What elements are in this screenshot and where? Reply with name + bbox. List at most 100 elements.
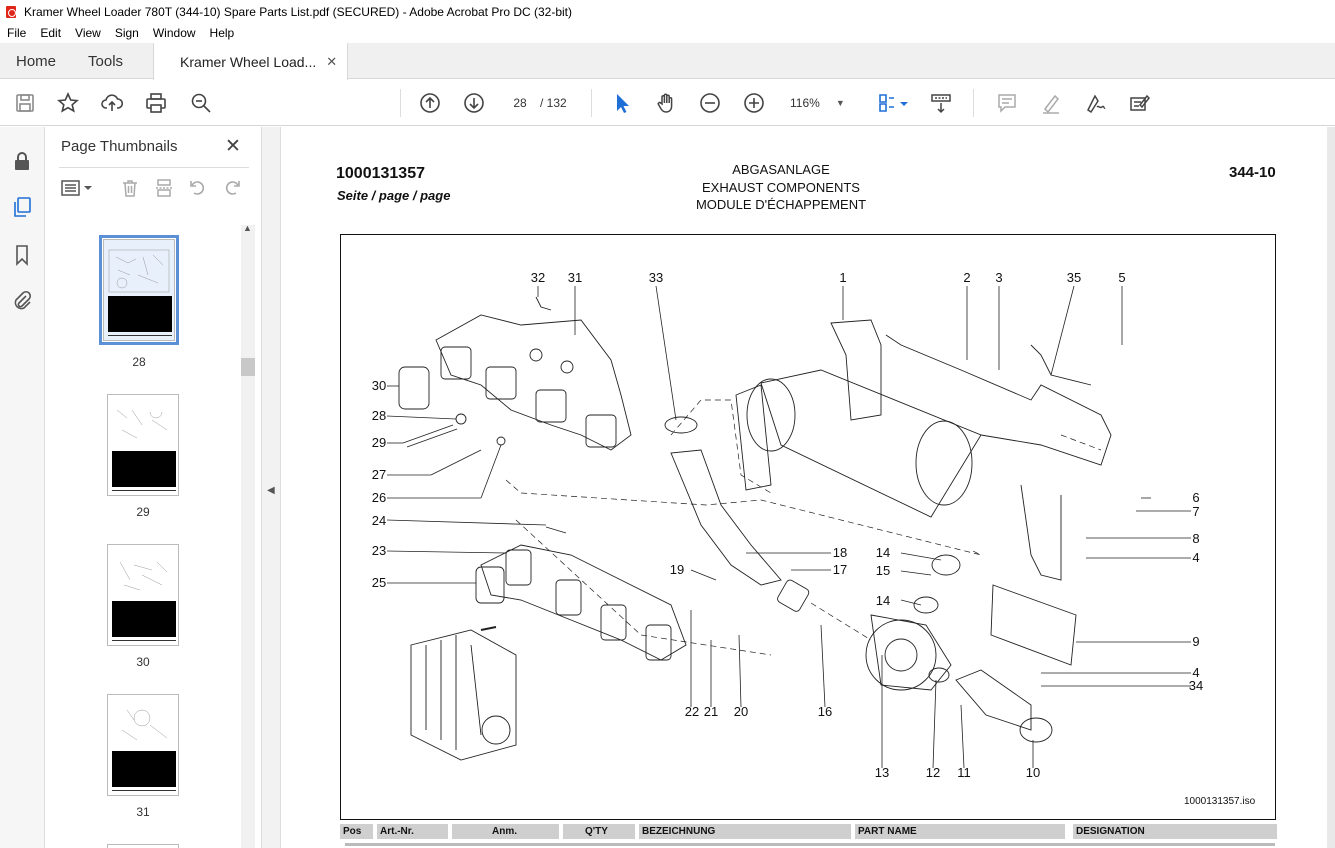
reference-line	[1060, 434, 1102, 451]
thumbnails-scrollbar[interactable]: ▲	[241, 223, 255, 848]
tab-close-icon[interactable]: ✕	[326, 53, 338, 69]
iso-filename: 1000131357.iso	[1184, 796, 1256, 807]
save-icon[interactable]	[13, 91, 37, 115]
collapse-panel-icon[interactable]: ◀	[267, 485, 275, 496]
page-thumbnails-icon[interactable]	[10, 195, 34, 219]
page-number-input[interactable]: 28	[505, 90, 535, 115]
thumbnail-page-28[interactable]	[99, 235, 179, 345]
pdf-page: 1000131357 Seite / page / page ABGASANLA…	[281, 127, 1327, 848]
chevron-down-icon: ▼	[835, 98, 845, 108]
callout-8: 8	[1192, 531, 1199, 546]
tab-document[interactable]: Kramer Wheel Load... ✕	[153, 43, 349, 80]
tab-home[interactable]: Home	[16, 52, 57, 70]
parts-table-header: Pos Art.-Nr. Anm. Q'TY BEZEICHNUNG PART …	[340, 824, 1277, 846]
attachment-icon[interactable]	[10, 288, 34, 312]
manifold-upper	[435, 314, 632, 451]
manifold-flange	[535, 389, 567, 423]
toolbar-separator	[400, 89, 401, 117]
engine-pulley	[481, 715, 511, 745]
ring-26	[496, 436, 506, 446]
bookmark-star-icon[interactable]	[56, 91, 80, 115]
tailpipe-1	[830, 319, 882, 421]
thumbnail-tools	[59, 177, 249, 203]
callout-23: 23	[372, 543, 386, 558]
thumbnail-page-30[interactable]	[107, 544, 179, 646]
callout-31: 31	[568, 270, 582, 285]
scroll-up-icon[interactable]: ▲	[243, 223, 252, 233]
page-fit-icon[interactable]	[876, 91, 900, 115]
menu-help[interactable]: Help	[209, 26, 235, 40]
trash-icon[interactable]	[119, 177, 141, 199]
redacted-block	[112, 451, 176, 487]
sensor-32	[535, 296, 552, 311]
callout-17: 17	[833, 562, 847, 577]
page-fit-dropdown-icon[interactable]	[898, 91, 910, 115]
tab-bar: Home Tools Kramer Wheel Load... ✕	[0, 43, 1335, 80]
heading-french: MODULE D'ÉCHAPPEMENT	[695, 197, 867, 212]
engine-detail	[425, 635, 482, 750]
callout-18: 18	[833, 545, 847, 560]
zoom-out-icon[interactable]	[698, 91, 722, 115]
draw-sign-icon[interactable]	[1083, 91, 1107, 115]
callout-22: 22	[685, 704, 699, 719]
close-icon[interactable]: ✕	[225, 136, 241, 157]
highlight-pen-icon[interactable]	[1039, 91, 1063, 115]
leader-24	[386, 519, 547, 526]
scrollbar-thumb[interactable]	[241, 358, 255, 376]
manifold-flange	[485, 366, 517, 400]
hand-tool-icon[interactable]	[654, 91, 678, 115]
thumbnail-label: 31	[136, 805, 150, 819]
col-article-number: Art.-Nr.	[377, 824, 448, 839]
zoom-in-icon[interactable]	[742, 91, 766, 115]
col-pos: Pos	[340, 824, 373, 839]
print-icon[interactable]	[144, 91, 168, 115]
leader-35	[1050, 285, 1075, 376]
leader-14b	[900, 599, 922, 606]
thumbnail-page-32[interactable]	[107, 844, 179, 848]
next-page-icon[interactable]	[462, 91, 486, 115]
thumbnail-preview	[121, 709, 168, 741]
engine-block	[410, 629, 517, 761]
menu-window[interactable]: Window	[152, 26, 196, 40]
thumbnail-page-29[interactable]	[107, 394, 179, 496]
callout-30: 30	[372, 378, 386, 393]
rotate-left-icon[interactable]	[187, 177, 209, 199]
rod-27	[430, 449, 482, 476]
menu-file[interactable]: File	[7, 26, 27, 40]
rotate-right-icon[interactable]	[221, 177, 243, 199]
callout-15: 15	[876, 563, 890, 578]
select-cursor-icon[interactable]	[610, 91, 634, 115]
leader-19	[690, 569, 717, 581]
col-remark: Anm.	[452, 824, 559, 839]
thumbnail-page-31[interactable]	[107, 694, 179, 796]
manifold-flange	[645, 624, 672, 661]
comment-icon[interactable]	[995, 91, 1019, 115]
col-bezeichnung: BEZEICHNUNG	[639, 824, 851, 839]
menu-edit[interactable]: Edit	[40, 26, 62, 40]
menu-view[interactable]: View	[75, 26, 101, 40]
tab-tools[interactable]: Tools	[88, 52, 124, 70]
extract-pages-icon[interactable]	[153, 177, 175, 199]
bookmark-icon[interactable]	[10, 243, 34, 267]
scroll-mode-icon[interactable]	[929, 91, 953, 115]
callout-25: 25	[372, 575, 386, 590]
document-scrollbar[interactable]	[1327, 127, 1335, 848]
menu-sign[interactable]: Sign	[114, 26, 139, 40]
lock-icon[interactable]	[10, 149, 34, 173]
reference-line	[505, 479, 982, 556]
panel-collapse-strip[interactable]: ◀	[262, 127, 281, 848]
zoom-select[interactable]: 116% ▼	[790, 92, 852, 114]
thumbnail-preview	[116, 409, 168, 439]
options-menu-icon[interactable]	[59, 177, 95, 199]
upload-cloud-icon[interactable]	[100, 91, 124, 115]
previous-page-icon[interactable]	[418, 91, 442, 115]
inlet-pipe	[735, 384, 772, 491]
edit-form-icon[interactable]	[1127, 91, 1151, 115]
ring-28	[455, 413, 467, 425]
zoom-search-icon[interactable]	[189, 91, 213, 115]
group-number: 344-10	[1229, 164, 1276, 181]
redacted-block	[112, 601, 176, 637]
bracket-2	[885, 334, 1112, 466]
muffler-front	[746, 378, 796, 452]
callout-21: 21	[704, 704, 718, 719]
